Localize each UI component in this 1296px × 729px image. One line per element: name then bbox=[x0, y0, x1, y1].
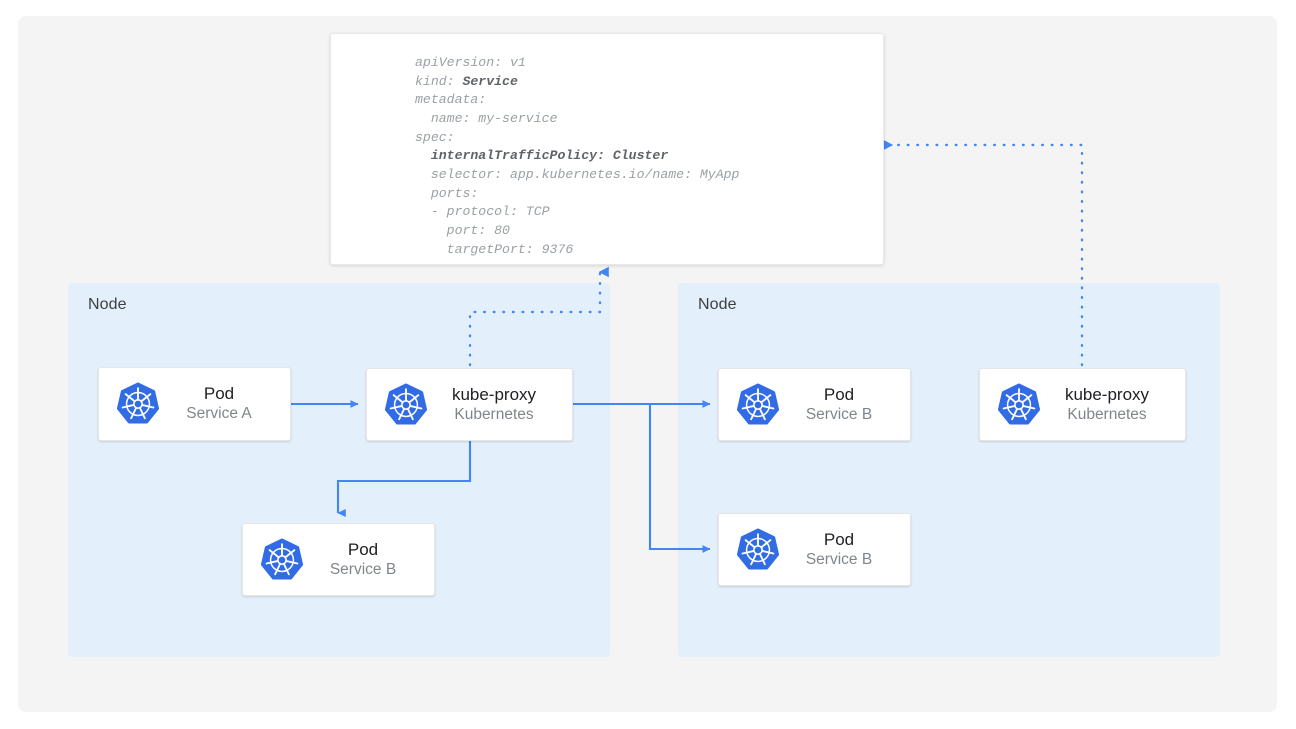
card-title: kube-proxy bbox=[1064, 384, 1150, 404]
kubernetes-icon bbox=[384, 382, 428, 427]
card-title: Pod bbox=[203, 384, 235, 404]
node-group-left: Node bbox=[68, 283, 610, 657]
card-kube-proxy-right[interactable]: kube-proxy Kubernetes bbox=[979, 368, 1186, 441]
card-subtitle: Kubernetes bbox=[454, 405, 534, 423]
node-label-right: Node bbox=[698, 296, 737, 313]
card-pod-service-b-left[interactable]: Pod Service B bbox=[242, 523, 435, 596]
card-kube-proxy-left[interactable]: kube-proxy Kubernetes bbox=[366, 368, 573, 441]
card-title: Pod bbox=[347, 539, 379, 559]
service-spec-card: apiVersion: v1 kind: Service metadata: n… bbox=[330, 33, 884, 265]
node-group-right: Node bbox=[678, 283, 1220, 657]
card-subtitle: Service B bbox=[329, 560, 397, 578]
card-title: kube-proxy bbox=[451, 384, 537, 404]
card-pod-service-b-top[interactable]: Pod Service B bbox=[718, 368, 911, 441]
kubernetes-icon bbox=[260, 537, 304, 582]
card-pod-service-a[interactable]: Pod Service A bbox=[98, 367, 291, 441]
kubernetes-icon bbox=[997, 382, 1041, 427]
service-spec-yaml: apiVersion: v1 kind: Service metadata: n… bbox=[415, 55, 740, 257]
card-subtitle: Service B bbox=[805, 550, 873, 568]
kubernetes-icon bbox=[736, 382, 780, 427]
card-subtitle: Kubernetes bbox=[1067, 405, 1147, 423]
card-title: Pod bbox=[823, 529, 855, 549]
card-pod-service-b-bottom[interactable]: Pod Service B bbox=[718, 513, 911, 586]
card-title: Pod bbox=[823, 384, 855, 404]
card-subtitle: Service A bbox=[186, 405, 252, 422]
card-subtitle: Service B bbox=[805, 405, 873, 423]
kubernetes-icon bbox=[736, 527, 780, 572]
node-label-left: Node bbox=[88, 296, 127, 313]
kubernetes-icon bbox=[116, 382, 160, 426]
